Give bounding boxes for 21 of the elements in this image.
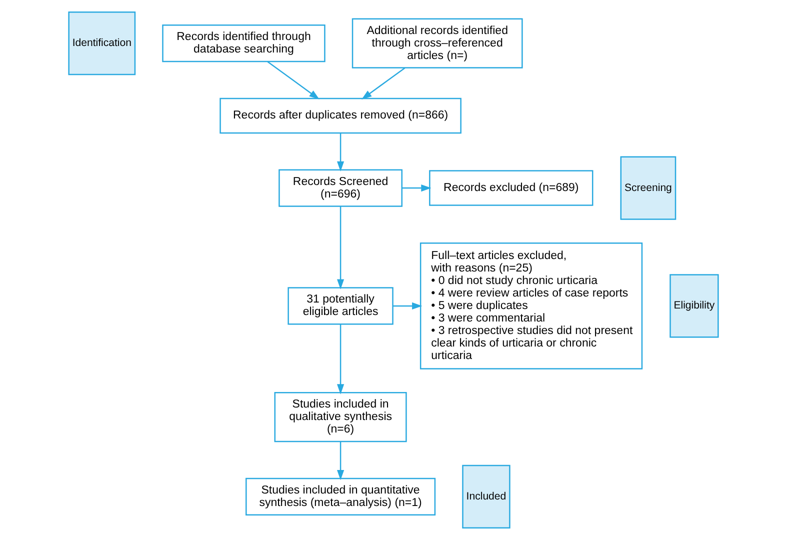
arrow [402,184,432,192]
arrow [336,133,344,172]
node-box: Records identified through database searching [162,24,326,62]
arrow [336,442,344,480]
node-box: Records after duplicates removed (n=866) [220,98,462,134]
node-box: Identification [68,12,136,76]
node-box: 31 potentially eligible articles [288,287,394,325]
node-box: Studies included in quantitative synthesis (meta–analysis) (n=1) [246,478,436,516]
node-box: Included [462,464,510,528]
node-box: Additional records identified through cross–referenced articles (n=) [352,18,523,68]
node-box: Studies included in qualitative synthesis (n=6) [274,392,407,442]
node-box: Full–text articles excluded, with reasons (n=25) • 0 did not study chronic urticaria • 4 were review articles of case reports • 5 were duplicates • 3 were commentarial • 3 retrospective studies did not present clear kinds of urticaria or chronic urticaria [420,242,643,370]
node-box: Screening [620,156,676,220]
node-box: Records excluded (n=689) [429,170,594,206]
node-box: Records Screened (n=696) [278,169,402,207]
arrow [362,67,406,100]
arrow [336,324,344,394]
arrow [336,206,344,290]
arrow [393,302,422,310]
arrow [267,61,320,100]
node-box: Eligibility [670,274,719,338]
